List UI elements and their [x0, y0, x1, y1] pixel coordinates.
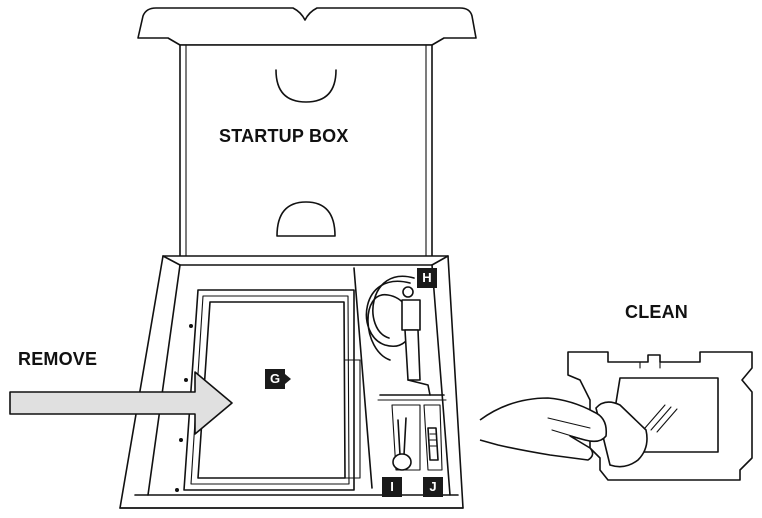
callout-i: I — [382, 477, 402, 497]
box-title-label: STARTUP BOX — [219, 126, 349, 147]
remove-label: REMOVE — [18, 349, 97, 370]
callout-j: J — [423, 477, 443, 497]
callout-h: H — [417, 268, 437, 288]
clean-illustration — [480, 352, 752, 480]
callout-g: G — [265, 369, 285, 389]
clean-label: CLEAN — [625, 302, 688, 323]
remove-arrow — [10, 372, 232, 434]
